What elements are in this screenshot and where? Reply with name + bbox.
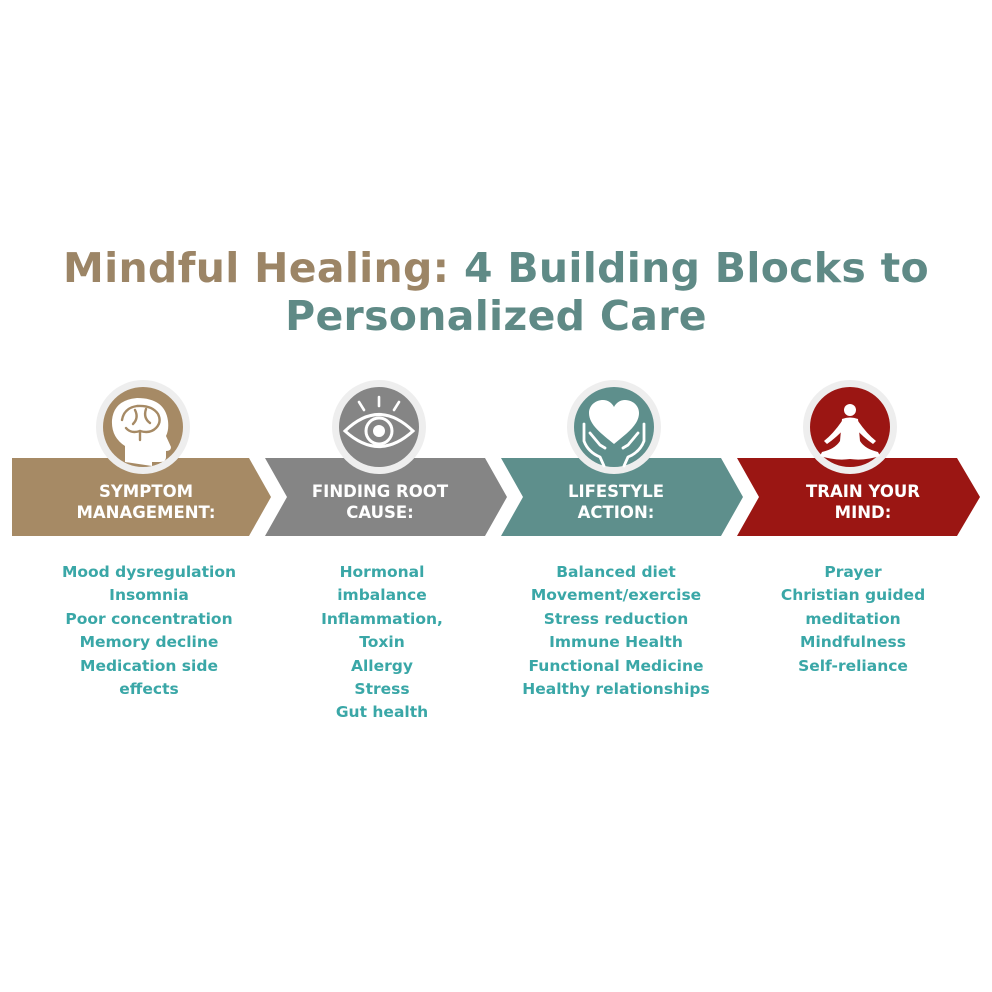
list-item: Medication side bbox=[80, 656, 218, 675]
arrow-block-3 bbox=[501, 458, 743, 536]
list-item: effects bbox=[119, 680, 179, 699]
list-item: Prayer bbox=[824, 563, 882, 581]
list-item: Gut health bbox=[335, 703, 429, 722]
arrow-block-1 bbox=[12, 458, 271, 536]
list-item: Inflammation, bbox=[321, 609, 443, 628]
list-item: Healthy relationships bbox=[522, 680, 710, 699]
title-line-1: Mindful Healing: 4 Building Blocks to bbox=[0, 244, 992, 292]
block-2-label-line-2: CAUSE: bbox=[346, 503, 414, 522]
block-4-label-line-2: MIND: bbox=[834, 503, 892, 522]
title-part-1: Mindful Healing: bbox=[62, 244, 450, 292]
finding-root-cause-list: Hormonal imbalance Inflammation, Toxin A… bbox=[272, 561, 492, 725]
list-item: Immune Health bbox=[549, 633, 683, 652]
train-your-mind-list: Prayer Christian guided meditation Mindf… bbox=[743, 561, 963, 678]
block-1-label-line-1: SYMPTOM bbox=[98, 482, 194, 501]
block-3-label-line-1: LIFESTYLE bbox=[567, 482, 665, 501]
lifestyle-action-list: Balanced diet Movement/exercise Stress r… bbox=[506, 561, 726, 701]
block-label-lifestyle-action: LIFESTYLE ACTION: bbox=[516, 481, 716, 523]
list-item: Hormonal bbox=[339, 563, 425, 581]
arrow-block-2 bbox=[265, 458, 507, 536]
block-label-symptom-management: SYMPTOM MANAGEMENT: bbox=[46, 481, 246, 523]
list-item: Balanced diet bbox=[556, 563, 676, 581]
list-item: Toxin bbox=[359, 633, 405, 652]
list-item: meditation bbox=[805, 609, 901, 628]
meditation-figure-icon bbox=[803, 380, 897, 474]
list-item: Memory decline bbox=[79, 633, 219, 652]
block-3-label-line-2: ACTION: bbox=[577, 503, 655, 522]
page-title: Mindful Healing: 4 Building Blocks to Pe… bbox=[0, 244, 992, 340]
list-item: Insomnia bbox=[109, 586, 189, 605]
title-line-2: Personalized Care bbox=[285, 292, 707, 340]
arrow-block-4 bbox=[737, 458, 980, 536]
list-item: Stress reduction bbox=[543, 609, 689, 628]
block-1-label-line-2: MANAGEMENT: bbox=[76, 503, 216, 522]
list-item: Self-reliance bbox=[798, 656, 908, 675]
block-label-finding-root-cause: FINDING ROOT CAUSE: bbox=[280, 481, 480, 523]
block-label-train-your-mind: TRAIN YOUR MIND: bbox=[763, 481, 963, 523]
list-item: Stress bbox=[354, 680, 410, 699]
list-item: Allergy bbox=[351, 656, 413, 675]
eye-icon bbox=[332, 380, 426, 474]
list-item: imbalance bbox=[337, 586, 427, 605]
symptom-management-list: Mood dysregulation Insomnia Poor concent… bbox=[39, 561, 259, 701]
list-item: Functional Medicine bbox=[528, 656, 704, 675]
list-item: Movement/exercise bbox=[530, 586, 702, 605]
block-4-label-line-1: TRAIN YOUR bbox=[806, 482, 920, 501]
head-brain-icon bbox=[96, 380, 190, 474]
list-item: Poor concentration bbox=[65, 609, 233, 628]
heart-hands-icon bbox=[567, 380, 661, 474]
title-part-2: 4 Building Blocks to bbox=[463, 244, 929, 292]
list-item: Mindfulness bbox=[800, 633, 906, 652]
list-item: Mood dysregulation bbox=[61, 563, 237, 581]
block-2-label-line-1: FINDING ROOT bbox=[311, 482, 449, 501]
list-item: Christian guided bbox=[780, 586, 926, 605]
